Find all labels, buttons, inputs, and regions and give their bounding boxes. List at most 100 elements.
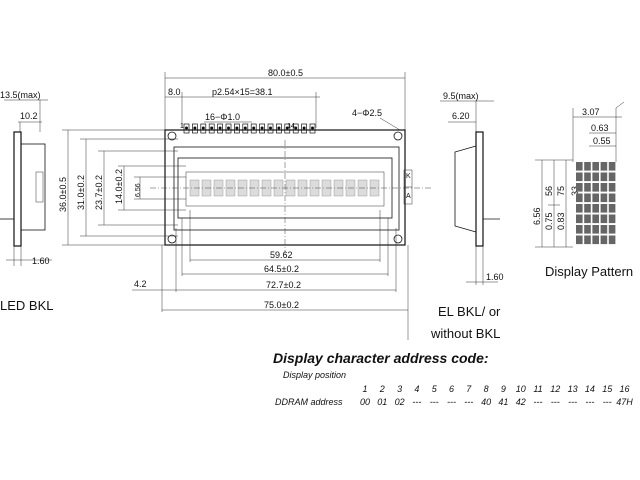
address-cell: 02 (395, 397, 405, 407)
dim-bezel-height: 31.0±0.2 (76, 175, 86, 210)
pin-hole (227, 126, 230, 130)
pin (301, 123, 307, 134)
pattern-dot (584, 162, 591, 171)
address-table: Display character address code: Display … (273, 350, 633, 407)
pin (183, 123, 190, 134)
pattern-dot (608, 235, 616, 245)
pattern-dot (576, 183, 583, 192)
pattern-dot (592, 204, 599, 213)
dim-viewing-width: 72.7±0.2 (266, 280, 301, 290)
position-cell: 2 (379, 384, 385, 394)
address-cell: 00 (360, 397, 370, 407)
pin (276, 123, 282, 134)
pattern-dot (592, 183, 599, 192)
pattern-dot (576, 193, 583, 203)
pattern-dot (592, 193, 599, 203)
pin (225, 123, 232, 134)
pattern-dot (600, 214, 608, 224)
position-cell: 1 (362, 384, 367, 394)
position-cell: 7 (466, 384, 472, 394)
pin-hole (201, 126, 205, 130)
dim-module-height: 36.0±0.5 (58, 177, 68, 212)
pattern-dot (576, 225, 583, 234)
position-cell: 14 (585, 384, 595, 394)
pattern-dot (600, 235, 608, 245)
pattern-dot (592, 162, 599, 171)
position-cell: 3 (397, 384, 402, 394)
pattern-dot (584, 225, 591, 234)
position-cell: 9 (501, 384, 506, 394)
position-cell: 4 (414, 384, 419, 394)
pin-hole (210, 126, 214, 130)
dim-left-offset: 8.0 (168, 87, 181, 97)
pattern-dot (584, 204, 591, 213)
address-cell: --- (585, 397, 594, 407)
position-cell: 16 (619, 384, 629, 394)
position-cell: 8 (484, 384, 489, 394)
right-side-view: 9.5(max) 6.20 1.60 EL BKL/ or without BK… (430, 91, 504, 341)
pattern-dot (592, 172, 599, 182)
dim-mount-holes: 4−Φ2.5 (352, 108, 382, 118)
pin (192, 123, 198, 134)
address-cell: 01 (377, 397, 387, 407)
pattern-dot (576, 162, 583, 171)
pattern-dot (584, 235, 591, 245)
pattern-dot (600, 204, 608, 213)
pattern-dot (584, 183, 591, 192)
dim-left-edge: 4.2 (134, 279, 147, 289)
pin (267, 123, 274, 134)
pin-hole (302, 126, 306, 130)
pattern-dot (600, 172, 608, 182)
caption-el-bkl: EL BKL/ or (438, 304, 501, 319)
pin-hole (285, 126, 289, 130)
address-cell: --- (603, 397, 612, 407)
pattern-dim-75: 75 (556, 186, 566, 196)
dim-module-width: 80.0±0.5 (268, 68, 303, 78)
pattern-dot (576, 235, 583, 245)
pin (234, 123, 240, 134)
pattern-dot (608, 172, 616, 182)
pattern-title: Display Pattern (545, 264, 633, 279)
pattern-dot (592, 225, 599, 234)
pin (250, 123, 257, 134)
pin-hole (218, 126, 222, 130)
address-cell: 40 (481, 397, 491, 407)
address-cell: --- (412, 397, 421, 407)
pin-hole (185, 126, 188, 130)
pattern-dot (600, 225, 608, 234)
pin-header (183, 123, 316, 134)
pattern-dot (584, 214, 591, 224)
pattern-dot (608, 204, 616, 213)
pattern-dim-dot-pitch: 0.75 (544, 212, 554, 230)
dim-active-height: 14.0±0.2 (114, 169, 124, 204)
pattern-dot (592, 214, 599, 224)
pattern-dot (600, 183, 608, 192)
pattern-dot (608, 193, 616, 203)
pattern-dot (600, 162, 608, 171)
left-dim-max: 13.5(max) (0, 90, 41, 100)
pattern-dot (608, 225, 616, 234)
address-cell: --- (464, 397, 473, 407)
dim-char-width: 59.62 (270, 250, 293, 260)
vertical-dimensions: 36.0±0.5 31.0±0.2 23.7±0.2 14.0±0.2 6.56 (58, 129, 186, 246)
address-cell: 47H (616, 397, 633, 407)
pin-hole (235, 126, 239, 130)
pattern-dot (608, 162, 616, 171)
position-cell: 11 (533, 384, 542, 394)
pattern-dim-width: 3.07 (582, 107, 600, 117)
pattern-dim-dot: 0.55 (593, 136, 611, 146)
address-cell: 41 (498, 397, 508, 407)
pin (200, 123, 207, 134)
pattern-dot (584, 193, 591, 203)
pattern-dim-dot-h: 0.83 (556, 212, 566, 230)
right-dim-bottom: 1.60 (486, 272, 504, 282)
pin (284, 123, 291, 134)
pin-hole (311, 126, 314, 130)
pattern-dot (576, 172, 583, 182)
dim-bezel-width: 75.0±0.2 (264, 300, 299, 310)
right-dim-inner: 6.20 (452, 111, 470, 121)
ddram-address-label: DDRAM address (275, 397, 343, 407)
position-cell: 6 (449, 384, 454, 394)
pattern-dot (584, 172, 591, 182)
